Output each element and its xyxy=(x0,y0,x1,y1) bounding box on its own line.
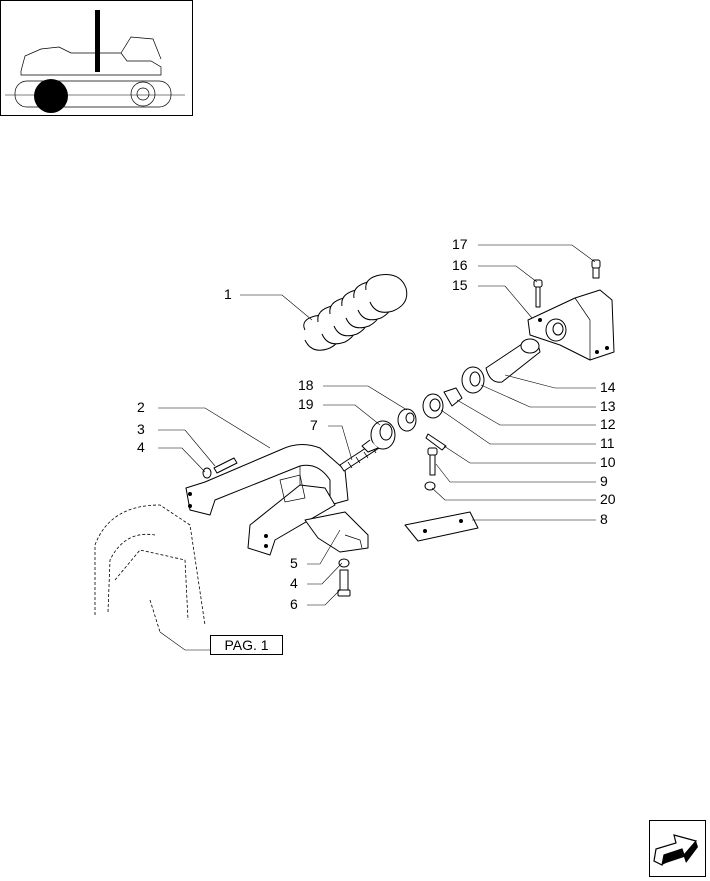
callout-17: 17 xyxy=(452,236,468,252)
callout-11: 11 xyxy=(600,435,615,451)
page-reference-link[interactable]: PAG. 1 xyxy=(210,635,283,655)
tractor-thumbnail xyxy=(0,0,193,116)
callout-16: 16 xyxy=(452,257,468,273)
ghost-wheel-outline xyxy=(94,504,206,633)
callout-5: 5 xyxy=(290,555,298,571)
part-washer xyxy=(422,393,444,419)
callout-8: 8 xyxy=(600,511,608,527)
callout-19: 19 xyxy=(298,396,314,412)
callout-leaders xyxy=(158,244,596,651)
part-housing xyxy=(527,289,615,361)
part-yoke xyxy=(185,444,349,556)
part-grease-nipple xyxy=(591,259,601,279)
callout-18: 18 xyxy=(298,377,314,393)
callout-12: 12 xyxy=(600,416,616,432)
callout-9: 9 xyxy=(600,473,608,489)
part-adjuster-nut xyxy=(361,420,396,453)
part-bolt-6 xyxy=(337,558,351,597)
part-plate xyxy=(404,511,479,542)
callout-4b: 4 xyxy=(290,575,298,591)
part-bolt-3 xyxy=(202,457,238,479)
callout-4: 4 xyxy=(137,439,145,455)
part-spring xyxy=(303,274,408,351)
arrow-next-page-icon xyxy=(653,834,698,866)
part-bushing xyxy=(397,408,417,432)
callout-2: 2 xyxy=(137,399,145,415)
part-bolt-9 xyxy=(427,447,438,476)
next-page-button[interactable] xyxy=(649,820,706,877)
callout-10: 10 xyxy=(600,454,616,470)
part-ring-seal xyxy=(461,366,485,394)
part-bolt-16 xyxy=(533,279,543,308)
callout-1: 1 xyxy=(224,286,232,302)
part-washer-20 xyxy=(424,481,436,491)
callout-7: 7 xyxy=(310,417,318,433)
callout-labels: 1 2 3 4 5 4 6 7 18 19 17 16 15 14 13 12 … xyxy=(137,236,616,612)
callout-13: 13 xyxy=(600,398,616,414)
callout-3: 3 xyxy=(137,421,145,437)
part-cotter-pin xyxy=(425,433,447,451)
callout-15: 15 xyxy=(452,277,468,293)
part-nozzle xyxy=(443,387,463,407)
part-tube xyxy=(485,338,541,383)
tractor-locator-icon xyxy=(5,10,185,113)
callout-14: 14 xyxy=(600,379,616,395)
callout-20: 20 xyxy=(600,491,616,507)
part-bracket xyxy=(304,511,369,553)
callout-6: 6 xyxy=(290,596,298,612)
